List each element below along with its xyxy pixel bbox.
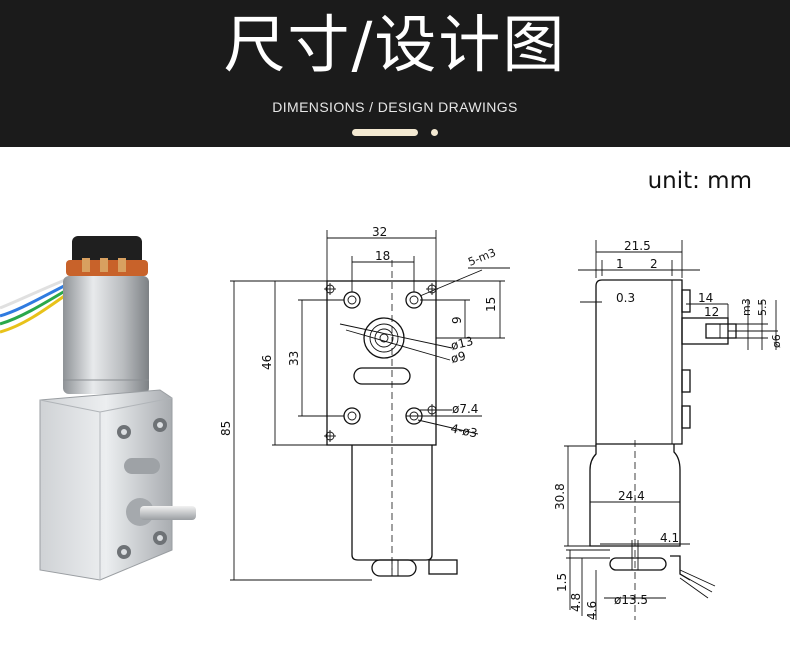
dim-dia13-5: ø13.5	[614, 593, 648, 607]
dim-30-8: 30.8	[553, 483, 567, 510]
dim-5-5: 5.5	[756, 299, 769, 317]
dim-18: 18	[375, 249, 390, 263]
dim-4-6: 4.6	[585, 601, 599, 620]
decorative-pill	[352, 129, 418, 136]
front-view-drawing: 32 18 5-m3 15 9 ø13 ø9 46 33 85 ø7.4 4-ø…	[220, 225, 510, 581]
dim-dia74: ø7.4	[452, 402, 478, 416]
dim-32: 32	[372, 225, 387, 239]
dim-dia9: ø9	[449, 349, 467, 366]
dim-1-5: 1.5	[555, 573, 569, 592]
dim-4-1: 4.1	[660, 531, 679, 545]
decorative-dot	[431, 129, 438, 136]
header-banner: 尺寸/设计图 DIMENSIONS / DESIGN DRAWINGS	[0, 0, 790, 147]
dim-9: 9	[450, 316, 464, 324]
side-view-drawing: 21.5 1 2 0.3 14 12 m3 5.5 ø6 30.8 24.4 4…	[553, 239, 783, 620]
motor-photo	[0, 236, 196, 581]
dim-24-4: 24.4	[618, 489, 645, 503]
dim-33: 33	[287, 351, 301, 366]
page-subtitle: DIMENSIONS / DESIGN DRAWINGS	[272, 99, 518, 115]
dim-15: 15	[484, 297, 498, 312]
unit-label: unit: mm	[647, 168, 752, 194]
wires	[0, 276, 71, 334]
dim-4-8: 4.8	[569, 593, 583, 612]
dim-2: 2	[650, 257, 658, 271]
page-title: 尺寸/设计图	[223, 8, 567, 81]
side-gearbox-outline	[595, 279, 683, 445]
dim-21-5: 21.5	[624, 239, 651, 253]
dim-14: 14	[698, 291, 713, 305]
gearbox-outline	[326, 280, 437, 446]
dim-dia6: ø6	[770, 334, 783, 348]
dim-46: 46	[260, 355, 274, 370]
dim-m3: m3	[740, 298, 753, 316]
dim-1: 1	[616, 257, 624, 271]
dim-0-3: 0.3	[616, 291, 635, 305]
dim-4dia3: 4-ø3	[449, 421, 478, 440]
dim-5m3: 5-m3	[466, 246, 497, 269]
dim-dia13: ø13	[449, 334, 474, 353]
dim-85: 85	[220, 421, 233, 436]
dim-12: 12	[704, 305, 719, 319]
